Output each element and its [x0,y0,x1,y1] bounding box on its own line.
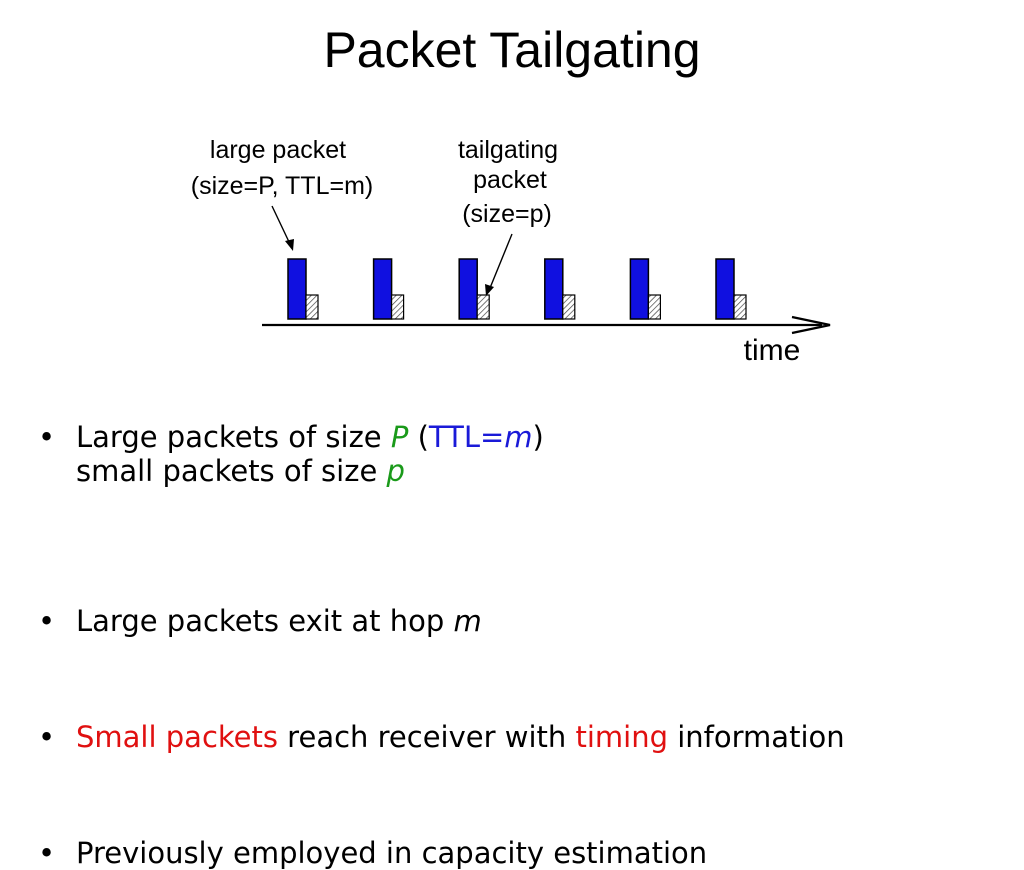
ttl-label: TTL= [428,420,505,454]
bullet-dot: • [38,720,56,754]
bullet-capacity-estimation: • Previously employed in capacity estima… [38,836,1018,870]
timing-highlight: timing [575,720,669,754]
bullet-list: • Large packets of size P (TTL=m) small … [38,420,1018,870]
tailgating-packet [391,294,405,320]
large-packet [458,258,478,320]
tailgating-label-line3: (size=p) [462,200,552,228]
tailgating-packet [647,294,661,320]
bullet-text: Large packets of size [76,420,391,454]
small-packets-highlight: Small packets [76,720,278,754]
time-axis-label: time [744,334,801,367]
time-axis [262,315,831,335]
bullet-text: ( [408,420,429,454]
bullet-dot: • [38,420,56,454]
bullet-text: reach receiver with [277,720,576,754]
bullet-timing-info: • Small packets reach receiver with timi… [38,720,1018,754]
tailgating-packet [562,294,576,320]
bullet-text: ) [532,420,544,454]
tailgating-pointer-arrow [485,233,513,296]
large-packet [629,258,650,320]
tailgating-packet [476,294,490,320]
bullet-text: information [668,720,845,754]
bullet-text: Large packets exit at hop [76,604,454,638]
bullet-text: small packets of size [76,454,387,488]
packet-tailgating-diagram: large packet (size=P, TTL=m) tailgating … [191,136,831,367]
tailgating-label-line2: packet [473,166,547,194]
large-packet [715,258,735,320]
ttl-m-var: m [504,420,533,454]
bullet-exit-hop: • Large packets exit at hop m [38,604,1018,638]
large-packet [372,258,393,320]
tailgating-label-line1: tailgating [458,136,558,164]
bullet-text: Previously employed in capacity estimati… [76,836,708,870]
hop-m-var: m [453,604,482,638]
size-p-var: p [386,454,405,488]
tailgating-packet [733,294,747,320]
tailgating-packet [305,294,319,320]
large-packet [544,258,564,320]
bullet-dot: • [38,836,56,870]
size-P-var: P [390,420,409,454]
large-packet [287,258,307,320]
large-packet-pointer-arrow [271,205,294,251]
bullet-packet-sizes: • Large packets of size P (TTL=m) small … [38,420,1018,488]
packet-train [287,258,747,320]
slide-title: Packet Tailgating [323,22,701,78]
bullet-dot: • [38,604,56,638]
large-packet-label-line1: large packet [210,136,346,164]
large-packet-label-line2: (size=P, TTL=m) [191,172,373,200]
